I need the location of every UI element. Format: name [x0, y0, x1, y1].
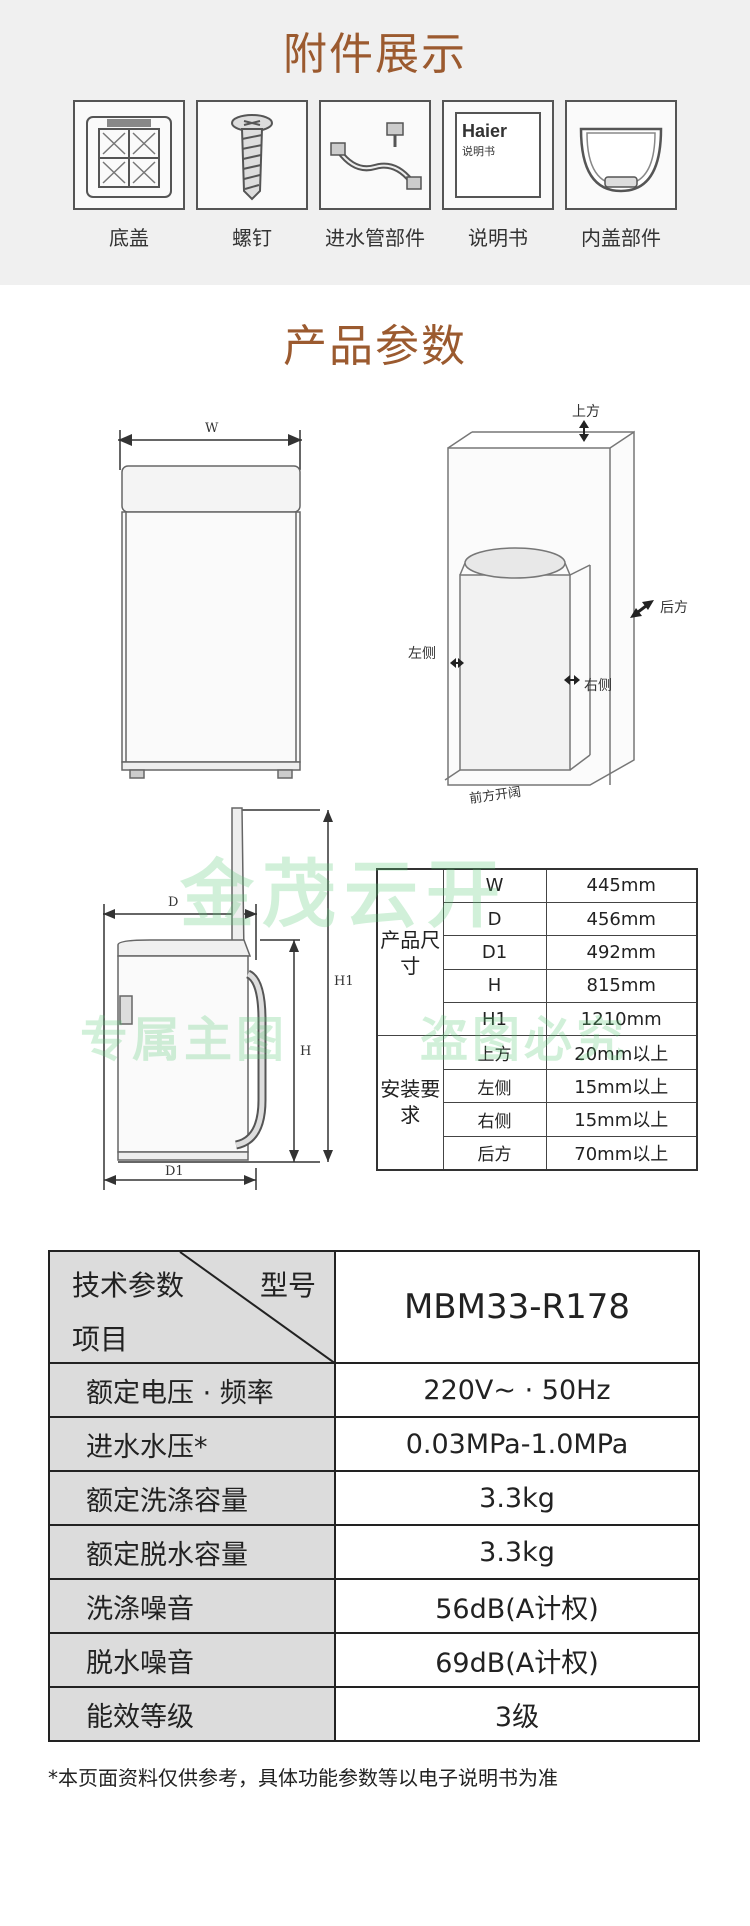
- accessory-manual: Haier 说明书 说明书: [442, 100, 554, 251]
- footnote: *本页面资料仅供参考，具体功能参数等以电子说明书为准: [48, 1766, 558, 1790]
- spec-group-install: 安装要求: [376, 1035, 444, 1171]
- tech-value: 3.3kg: [334, 1524, 700, 1580]
- spec-key: D1: [442, 935, 547, 970]
- label-front: 前方开阔: [468, 784, 522, 807]
- header-diagonal: [179, 1252, 336, 1364]
- table-header-cell: 技术参数 型号 项目: [48, 1250, 336, 1364]
- accessory-bottom-cover: 底盖: [73, 100, 185, 251]
- spec-key: 右侧: [442, 1102, 547, 1137]
- spec-key: H: [442, 968, 547, 1004]
- front-view-washer: [118, 430, 302, 779]
- spec-value: 815mm: [545, 968, 698, 1004]
- table-header-row: 技术参数 型号 项目 MBM33-R178: [48, 1250, 700, 1364]
- model-number: MBM33-R178: [334, 1250, 700, 1364]
- spec-value: 20mm以上: [545, 1035, 698, 1070]
- table-row: H1 1210mm: [377, 1002, 698, 1037]
- spec-value: 456mm: [545, 901, 698, 937]
- table-row: 脱水噪音 69dB(A计权): [48, 1632, 700, 1688]
- tech-label: 额定洗涤容量: [48, 1470, 336, 1526]
- header-item: 项目: [72, 1323, 129, 1356]
- accessory-label: 进水管部件: [325, 226, 425, 250]
- params-title: 产品参数: [283, 321, 467, 372]
- table-row: 额定洗涤容量 3.3kg: [48, 1470, 700, 1526]
- header-model: 型号: [259, 1269, 316, 1302]
- tech-label: 额定电压 · 频率: [48, 1362, 336, 1418]
- table-row: 安装要求 上方 20mm以上: [376, 1035, 698, 1171]
- table-row: 产品尺寸 W 445mm: [376, 868, 698, 1037]
- spec-group-dimensions: 产品尺寸: [376, 868, 444, 1037]
- side-view-washer: [103, 807, 333, 1190]
- spec-key: 左侧: [442, 1068, 547, 1104]
- tech-label: 进水水压*: [48, 1416, 336, 1472]
- accessories-title: 附件展示: [283, 29, 467, 80]
- tech-value: 56dB(A计权): [334, 1578, 700, 1634]
- spec-value: 15mm以上: [545, 1068, 698, 1104]
- accessory-label: 说明书: [468, 226, 528, 250]
- manual-icon: Haier 说明书: [455, 112, 541, 198]
- label-right: 右侧: [584, 678, 612, 694]
- spec-value: 1210mm: [545, 1002, 698, 1037]
- header-tech-params: 技术参数: [72, 1269, 185, 1302]
- tech-value: 3.3kg: [334, 1470, 700, 1526]
- tech-value: 3级: [334, 1686, 700, 1742]
- accessory-inner-lid: 内盖部件: [565, 100, 677, 251]
- table-row: 额定电压 · 频率 220V~ · 50Hz: [48, 1362, 700, 1418]
- manual-subtext: 说明书: [462, 144, 495, 158]
- label-top: 上方: [572, 404, 600, 420]
- tech-value: 0.03MPa-1.0MPa: [334, 1416, 700, 1472]
- spec-value: 492mm: [545, 935, 698, 970]
- table-row: D 456mm: [377, 901, 698, 937]
- tech-value: 220V~ · 50Hz: [334, 1362, 700, 1418]
- installation-space-view: [444, 430, 635, 786]
- accessory-water-hose: 进水管部件: [319, 100, 431, 251]
- label-w: W: [205, 421, 219, 436]
- tech-spec-table: 技术参数 型号 项目 MBM33-R178 额定电压 · 频率 220V~ · …: [48, 1250, 700, 1742]
- label-h1: H1: [334, 974, 354, 989]
- manual-brand: Haier: [462, 121, 507, 141]
- accessory-label: 螺钉: [232, 226, 272, 250]
- spec-value: 15mm以上: [545, 1102, 698, 1137]
- label-left: 左侧: [408, 646, 436, 662]
- table-row: 能效等级 3级: [48, 1686, 700, 1742]
- spec-key: H1: [442, 1002, 547, 1037]
- tech-label: 额定脱水容量: [48, 1524, 336, 1580]
- inner-lid-icon: [579, 127, 663, 193]
- spec-value: 445mm: [545, 868, 698, 903]
- tech-label: 洗涤噪音: [48, 1578, 336, 1634]
- tech-label: 能效等级: [48, 1686, 336, 1742]
- spec-value: 70mm以上: [545, 1135, 698, 1171]
- label-h: H: [300, 1044, 311, 1059]
- dimension-diagram: W 上方 后方 左侧 右侧 前方开阔: [103, 404, 688, 1190]
- accessories-section: 附件展示 底盖 螺钉: [0, 0, 750, 285]
- label-d: D: [168, 895, 178, 910]
- accessory-label: 内盖部件: [581, 226, 661, 250]
- label-back: 后方: [660, 600, 688, 616]
- water-hose-icon: [330, 122, 422, 190]
- table-row: 后方 70mm以上: [377, 1135, 698, 1171]
- screw-icon: [231, 114, 273, 201]
- table-row: 额定脱水容量 3.3kg: [48, 1524, 700, 1580]
- tech-value: 69dB(A计权): [334, 1632, 700, 1688]
- accessory-label: 底盖: [109, 226, 149, 250]
- spec-key: 上方: [442, 1035, 547, 1070]
- accessory-screw: 螺钉: [196, 100, 308, 251]
- table-row: 洗涤噪音 56dB(A计权): [48, 1578, 700, 1634]
- bottom-cover-icon: [86, 116, 172, 198]
- table-row: 左侧 15mm以上: [377, 1068, 698, 1104]
- spec-key: D: [442, 901, 547, 937]
- label-d1: D1: [165, 1164, 184, 1179]
- tech-label: 脱水噪音: [48, 1632, 336, 1688]
- table-row: 进水水压* 0.03MPa-1.0MPa: [48, 1416, 700, 1472]
- spec-key: 后方: [442, 1135, 547, 1171]
- spec-key: W: [442, 868, 547, 903]
- spec-table: 产品尺寸 W 445mm D 456mm D1 492mm H 815mm H1…: [376, 868, 698, 1171]
- table-row: H 815mm: [377, 968, 698, 1004]
